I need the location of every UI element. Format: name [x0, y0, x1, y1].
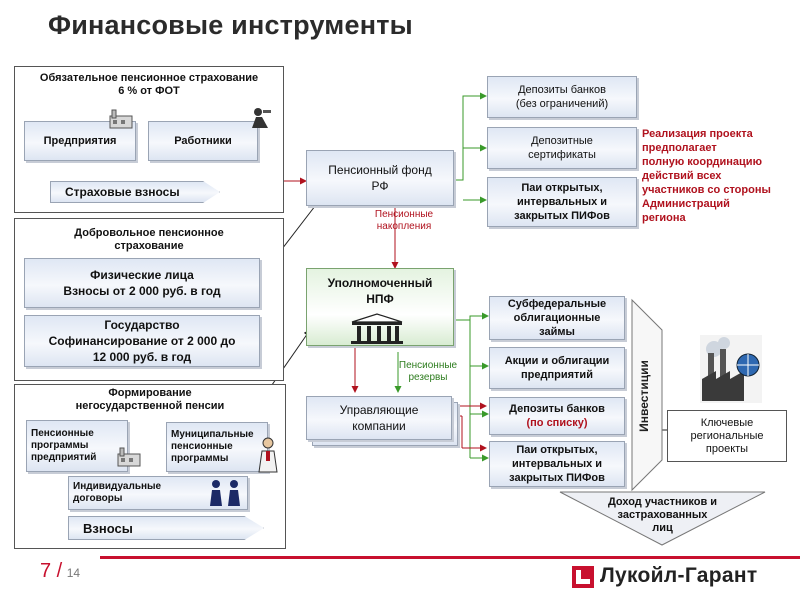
official-person-icon	[258, 437, 278, 473]
shares-bonds-box[interactable]: Акции и облигации предприятий	[489, 347, 625, 389]
nonstate-title: Формирование негосударственной пенсии	[75, 387, 225, 412]
voluntary-title: Добровольное пенсионное страхование	[74, 227, 224, 252]
state-box[interactable]: Государство Софинансирование от 2 000 до…	[24, 315, 260, 367]
mutual-fund-shares-top-box[interactable]: Паи открытых, интервальных и закрытых ПИ…	[487, 177, 637, 227]
pension-fund-rf-box[interactable]: Пенсионный фонд РФ	[306, 150, 454, 206]
factory-icon	[117, 447, 141, 467]
enterprise-programs-box[interactable]: Пенсионные программы предприятий	[26, 420, 128, 472]
mandatory-title: Обязательное пенсионное страхование 6 % …	[39, 72, 259, 97]
bank-deposits-unlimited-box[interactable]: Депозиты банков (без ограничений)	[487, 76, 637, 118]
workers-box[interactable]: Работники	[148, 121, 258, 161]
bank-deposits-list-box[interactable]: Депозиты банков (по списку)	[489, 397, 625, 435]
mutual-fund-shares-bottom-box[interactable]: Паи открытых, интервальных и закрытых ПИ…	[489, 441, 625, 487]
income-arrow-shape	[559, 491, 766, 546]
industry-globe-icon	[700, 335, 762, 403]
page-title: Финансовые инструменты	[48, 10, 413, 40]
footer-divider	[100, 556, 800, 559]
project-coordination-note: Реализация проекта предполагает полную к…	[642, 128, 771, 224]
key-regional-projects-box[interactable]: Ключевые региональные проекты	[667, 410, 787, 462]
municipal-programs-box[interactable]: Муниципальные пенсионные программы	[166, 422, 268, 472]
nonstate-contributions-arrow[interactable]: Взносы	[68, 516, 264, 540]
individuals-box[interactable]: Физические лица Взносы от 2 000 руб. в г…	[24, 258, 260, 308]
investments-label: Инвестиции	[637, 360, 651, 432]
management-companies-box[interactable]: Управляющие компании	[306, 396, 452, 440]
participants-income-label: Доход участников и застрахованных лиц	[607, 496, 718, 534]
green-tree-top	[455, 95, 486, 181]
deposit-certificates-box[interactable]: Депозитные сертификаты	[487, 127, 637, 169]
bank-building-icon	[351, 313, 403, 344]
company-logo-text: Лукойл-Гарант	[600, 564, 758, 587]
pension-savings-label: Пенсионные накопления	[374, 209, 434, 232]
pension-reserves-label: Пенсионные резервы	[398, 360, 458, 383]
investments-arrow-shape	[631, 298, 663, 492]
worker-icon	[252, 108, 271, 128]
insurance-contributions-arrow[interactable]: Страховые взносы	[50, 181, 220, 203]
lukoil-logo-icon	[572, 566, 594, 588]
subfederal-bonds-box[interactable]: Субфедеральные облигационные займы	[489, 296, 625, 340]
page-number: 7 / 14	[40, 560, 81, 582]
factory-icon	[109, 109, 133, 129]
people-icon	[210, 480, 240, 506]
